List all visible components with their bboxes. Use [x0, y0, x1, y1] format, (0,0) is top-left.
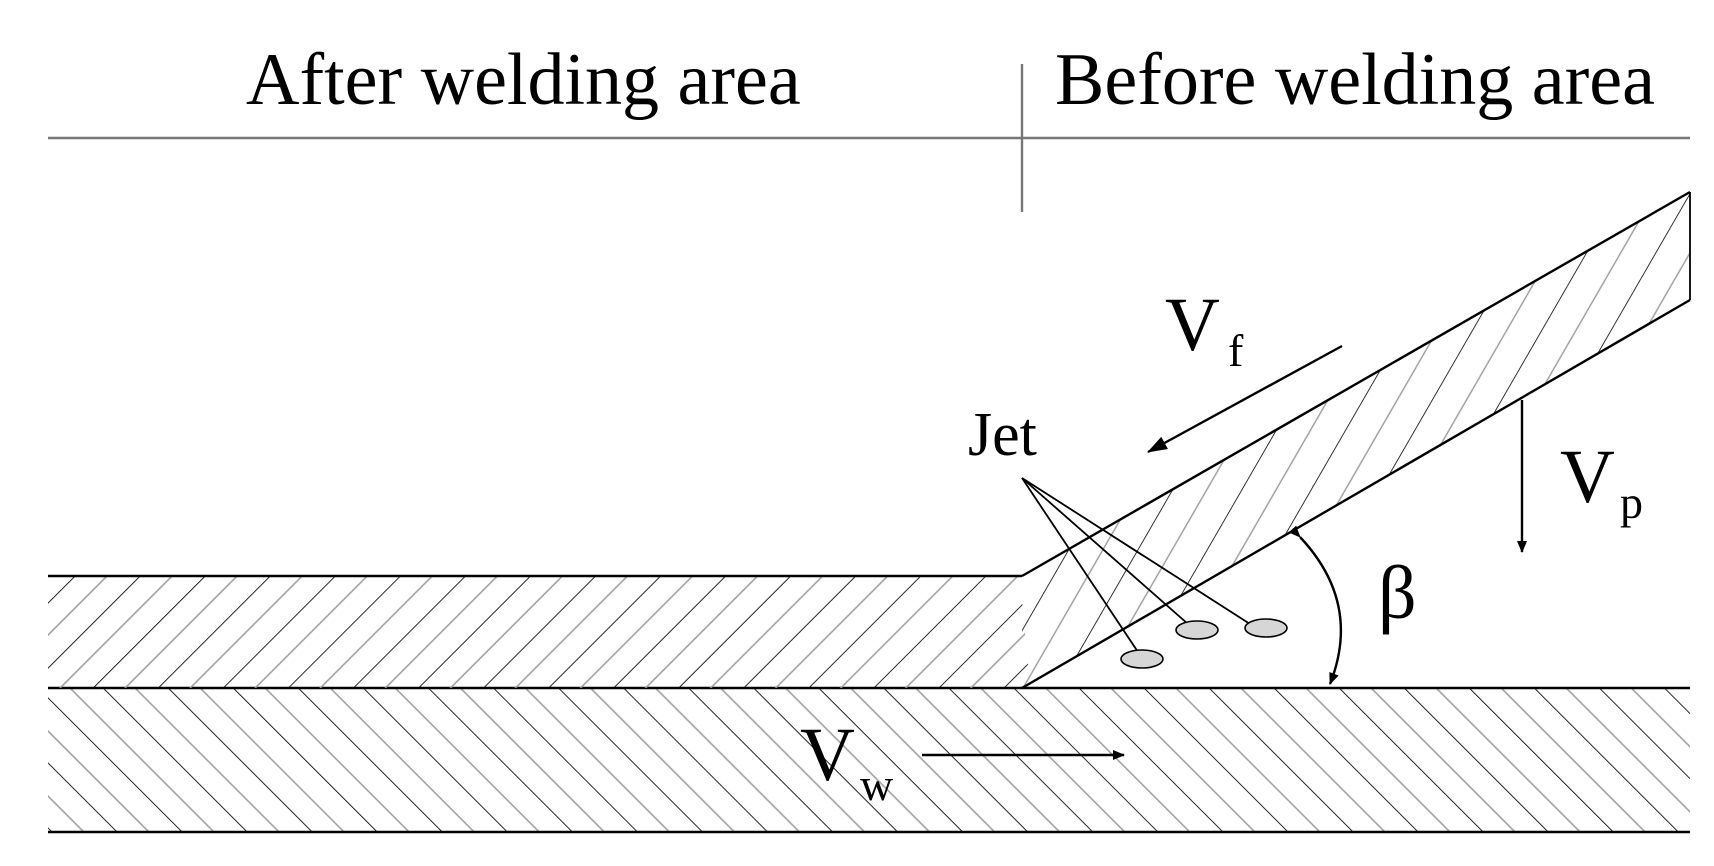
base-plate: [48, 688, 1690, 832]
weld-velocity-symbol: V: [800, 713, 855, 797]
plate-velocity-symbol: V: [1560, 435, 1615, 519]
inclined-flyer-plate: [1022, 192, 1690, 688]
jet-particle-1: [1120, 649, 1164, 669]
collision-angle-label: β: [1378, 551, 1417, 635]
welded-flyer-plate: [48, 576, 1030, 688]
jet-pointer-1: [1021, 477, 1139, 653]
flyer-upper-edge: [1021, 190, 1691, 578]
jet-pointer-2: [1021, 477, 1189, 625]
before-welding-area-label: Before welding area: [1055, 39, 1655, 121]
flyer-lower-edge: [1021, 298, 1691, 690]
jet-particle-3: [1244, 618, 1288, 638]
flyer-velocity-subscript: f: [1228, 325, 1244, 376]
jet-pointer-3: [1021, 477, 1251, 625]
jet-particle-2: [1175, 620, 1219, 640]
flyer-velocity-symbol: V: [1165, 283, 1220, 367]
weld-velocity-subscript: w: [860, 759, 894, 810]
plate-velocity-subscript: p: [1620, 477, 1643, 528]
jet-label: Jet: [968, 401, 1037, 469]
after-welding-area-label: After welding area: [246, 39, 801, 121]
collision-angle-arc: [1288, 525, 1342, 685]
flyer-velocity-arrow: [1147, 344, 1343, 454]
